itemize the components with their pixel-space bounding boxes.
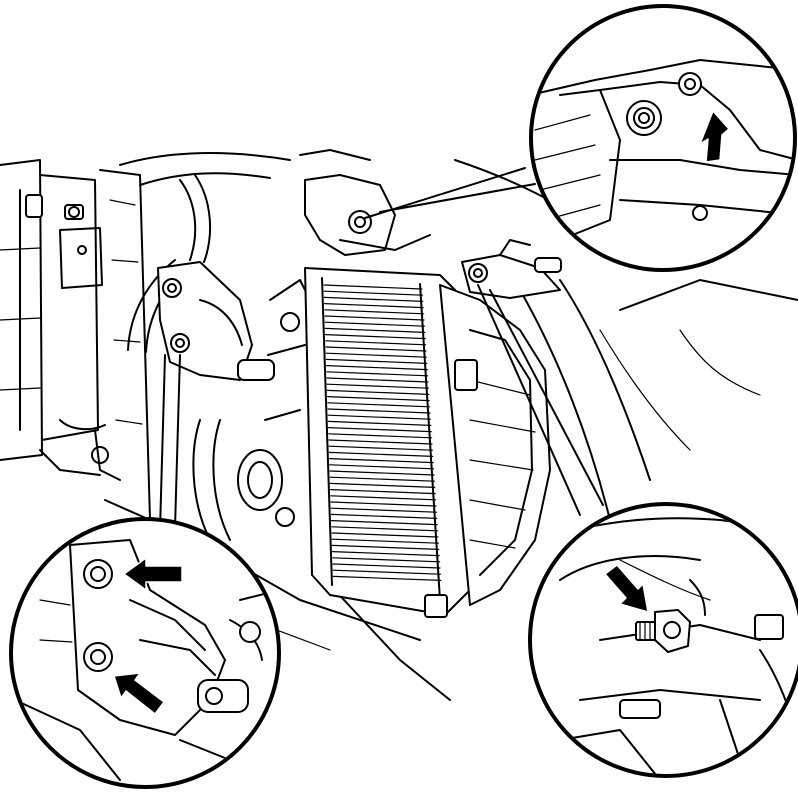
core-fin-line	[327, 414, 431, 420]
arrow-indicator-lower-left-top	[123, 557, 183, 591]
core-fin-line	[324, 315, 425, 321]
core-fin-line	[323, 290, 423, 296]
core-fin-line	[332, 563, 441, 569]
core-fin-line	[328, 433, 433, 439]
core-fin-line	[328, 427, 432, 433]
core-fin-line	[331, 532, 439, 538]
detail-circle-lower-left	[9, 517, 281, 789]
core-fin-line	[326, 365, 428, 371]
core-fin-line	[329, 476, 435, 482]
intercooler-core	[304, 174, 562, 618]
core-fin-line	[331, 544, 440, 551]
core-fin-line	[327, 396, 430, 402]
core-fin-line	[332, 569, 441, 575]
core-fin-line	[326, 377, 429, 383]
core-fin-line	[325, 334, 426, 340]
core-fin-line	[329, 464, 435, 470]
core-fin-line	[324, 309, 425, 315]
core-fin-line	[332, 575, 442, 582]
core-fin-line	[324, 321, 425, 327]
detail-circle-upper-right	[529, 4, 797, 272]
core-fin-line	[329, 482, 436, 488]
core-fin-line	[326, 383, 429, 389]
detail-circle-lower-right	[528, 502, 798, 778]
core-fin-line	[330, 513, 438, 520]
core-fin-line	[330, 501, 437, 507]
core-fin-line	[332, 557, 441, 563]
core-fin-line	[331, 526, 439, 532]
core-fin-line	[330, 495, 437, 501]
core-fin-line	[329, 458, 434, 464]
core-fin-line	[329, 470, 435, 476]
core-fin-line	[325, 358, 428, 364]
core-fin-line	[327, 408, 431, 414]
core-fin-line	[331, 519, 438, 526]
arrow-indicator-lower-left-bottom	[113, 672, 165, 715]
core-fin-line	[325, 346, 427, 352]
core-fin-line	[328, 445, 433, 451]
core-fin-line	[330, 489, 436, 495]
engine-bay-background	[0, 149, 798, 701]
core-fin-line	[330, 507, 437, 513]
core-fin-line	[327, 420, 432, 426]
arrow-indicator-lower-right	[604, 564, 649, 613]
core-fin-line	[325, 340, 427, 346]
core-fin-line	[323, 284, 423, 290]
core-fin-line	[326, 371, 429, 377]
arrow-indicator-upper-right	[699, 110, 730, 163]
core-fin-line	[325, 352, 427, 358]
core-fin-line	[327, 402, 431, 408]
callout-leader-lines	[159, 167, 604, 531]
core-fin-line	[324, 303, 424, 309]
intercooler-bracket-left	[157, 261, 311, 527]
core-fin-line	[328, 439, 433, 445]
core-fin-line	[324, 327, 426, 333]
core-fin-line	[332, 550, 440, 557]
core-fin-line	[331, 538, 439, 544]
core-fin-line	[323, 296, 424, 302]
core-fin-line	[326, 389, 430, 395]
core-fin-line	[328, 451, 434, 457]
